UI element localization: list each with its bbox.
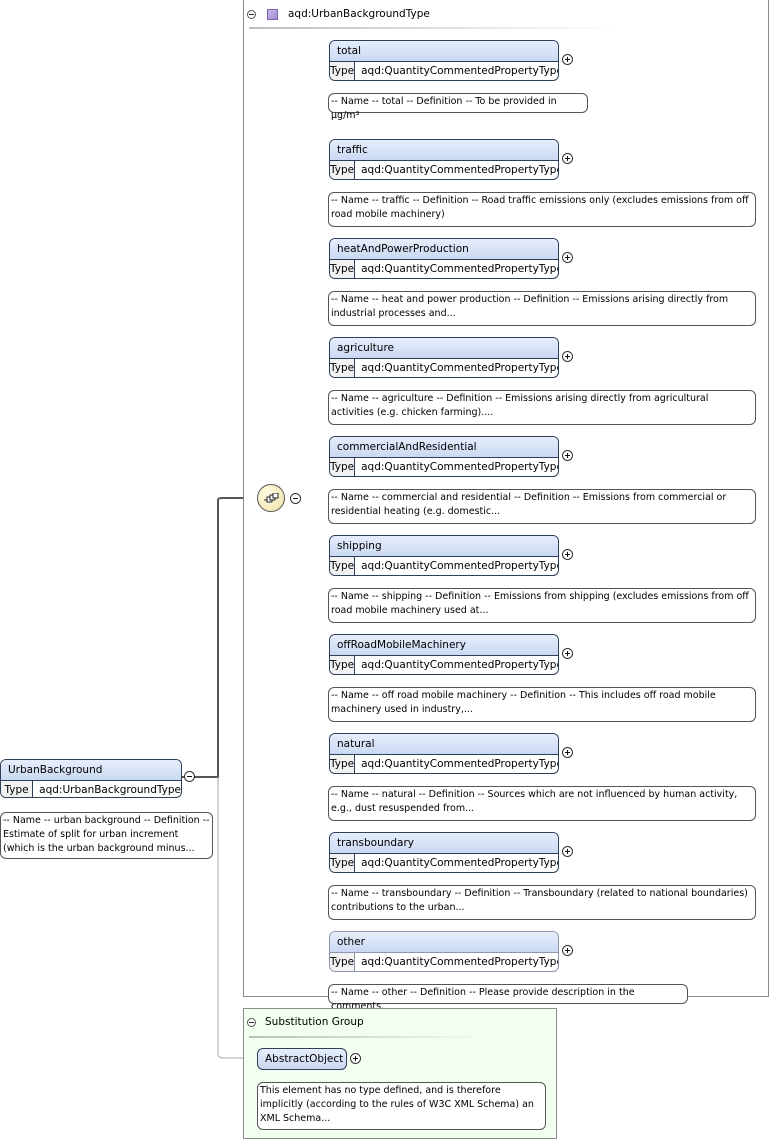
element-name: shipping xyxy=(330,536,558,557)
element-annotation: -- Name -- commercial and residential --… xyxy=(328,489,756,524)
type-value: aqd:QuantityCommentedPropertyType xyxy=(361,263,559,275)
element-name: commercialAndResidential xyxy=(330,437,558,458)
element-name: heatAndPowerProduction xyxy=(330,239,558,260)
expand-icon[interactable] xyxy=(350,1053,361,1064)
element-annotation: -- Name -- heat and power production -- … xyxy=(328,291,756,326)
element-name: other xyxy=(330,932,558,953)
collapse-icon[interactable] xyxy=(290,493,301,504)
expand-icon[interactable] xyxy=(562,252,573,263)
element-type: Type aqd:UrbanBackgroundType xyxy=(1,781,181,797)
type-name: aqd:UrbanBackgroundType xyxy=(288,8,430,20)
type-key: Type xyxy=(330,458,356,476)
expand-icon[interactable] xyxy=(562,54,573,65)
type-value: aqd:QuantityCommentedPropertyType xyxy=(361,65,559,77)
sequence-compositor-icon[interactable] xyxy=(257,484,285,512)
element-type: Type aqd:QuantityCommentedPropertyType xyxy=(330,62,559,80)
collapse-icon[interactable] xyxy=(247,9,256,19)
header-divider xyxy=(249,1036,489,1038)
type-key: Type xyxy=(330,260,356,278)
element-annotation: -- Name -- other -- Definition -- Please… xyxy=(328,984,688,1012)
expand-icon[interactable] xyxy=(562,153,573,164)
element-type: Type aqd:QuantityCommentedPropertyType xyxy=(330,557,559,575)
type-key: Type xyxy=(1,781,34,797)
element-annotation: -- Name -- shipping -- Definition -- Emi… xyxy=(328,588,756,623)
type-value: aqd:QuantityCommentedPropertyType xyxy=(361,857,559,869)
element-annotation: -- Name -- traffic -- Definition -- Road… xyxy=(328,192,756,227)
type-key: Type xyxy=(330,161,356,179)
expand-icon[interactable] xyxy=(562,450,573,461)
element-annotation: -- Name -- total -- Definition -- To be … xyxy=(328,93,588,121)
type-key: Type xyxy=(330,953,356,971)
type-value: aqd:UrbanBackgroundType xyxy=(39,784,181,796)
root-annotation: -- Name -- urban background -- Definitio… xyxy=(0,812,213,859)
type-value: aqd:QuantityCommentedPropertyType xyxy=(361,461,559,473)
expand-icon[interactable] xyxy=(562,945,573,956)
element-type: Type aqd:QuantityCommentedPropertyType xyxy=(330,161,559,179)
collapse-icon[interactable] xyxy=(247,1017,256,1027)
element-name: transboundary xyxy=(330,833,558,854)
type-value: aqd:QuantityCommentedPropertyType xyxy=(361,560,559,572)
substitution-group-header: Substitution Group xyxy=(247,1016,364,1028)
expand-icon[interactable] xyxy=(562,846,573,857)
type-value: aqd:QuantityCommentedPropertyType xyxy=(361,164,559,176)
abstract-object-element[interactable]: AbstractObject xyxy=(257,1048,347,1070)
substitution-group-label: Substitution Group xyxy=(265,1016,364,1028)
type-key: Type xyxy=(330,359,356,377)
element-type: Type aqd:QuantityCommentedPropertyType xyxy=(330,359,559,377)
root-element[interactable]: UrbanBackground Type aqd:UrbanBackground… xyxy=(0,759,182,798)
type-key: Type xyxy=(330,755,356,773)
element-type: Type aqd:QuantityCommentedPropertyType xyxy=(330,755,559,773)
element-name: UrbanBackground xyxy=(1,760,181,781)
expand-icon[interactable] xyxy=(562,549,573,560)
element-name: traffic xyxy=(330,140,558,161)
expand-icon[interactable] xyxy=(562,648,573,659)
element-type: Type aqd:QuantityCommentedPropertyType xyxy=(330,656,559,674)
substitution-annotation: This element has no type defined, and is… xyxy=(257,1082,546,1130)
header-divider xyxy=(249,27,619,29)
type-key: Type xyxy=(330,62,356,80)
type-key: Type xyxy=(330,557,356,575)
type-header: aqd:UrbanBackgroundType xyxy=(247,6,430,22)
type-value: aqd:QuantityCommentedPropertyType xyxy=(361,659,559,671)
element-type: Type aqd:QuantityCommentedPropertyType xyxy=(330,260,559,278)
element-type: Type aqd:QuantityCommentedPropertyType xyxy=(330,854,559,872)
collapse-icon[interactable] xyxy=(184,771,195,782)
element-name: agriculture xyxy=(330,338,558,359)
expand-icon[interactable] xyxy=(562,747,573,758)
type-key: Type xyxy=(330,656,356,674)
element-annotation: -- Name -- natural -- Definition -- Sour… xyxy=(328,786,756,821)
type-value: aqd:QuantityCommentedPropertyType xyxy=(361,758,559,770)
element-annotation: -- Name -- agriculture -- Definition -- … xyxy=(328,390,756,425)
type-value: aqd:QuantityCommentedPropertyType xyxy=(361,362,559,374)
type-value: aqd:QuantityCommentedPropertyType xyxy=(361,956,559,968)
element-name: offRoadMobileMachinery xyxy=(330,635,558,656)
element-annotation: -- Name -- off road mobile machinery -- … xyxy=(328,687,756,722)
element-name: natural xyxy=(330,734,558,755)
complex-type-icon xyxy=(267,8,278,20)
element-name: total xyxy=(330,41,558,62)
type-key: Type xyxy=(330,854,356,872)
element-annotation: -- Name -- transboundary -- Definition -… xyxy=(328,885,756,920)
element-type: Type aqd:QuantityCommentedPropertyType xyxy=(330,953,559,971)
expand-icon[interactable] xyxy=(562,351,573,362)
element-type: Type aqd:QuantityCommentedPropertyType xyxy=(330,458,559,476)
